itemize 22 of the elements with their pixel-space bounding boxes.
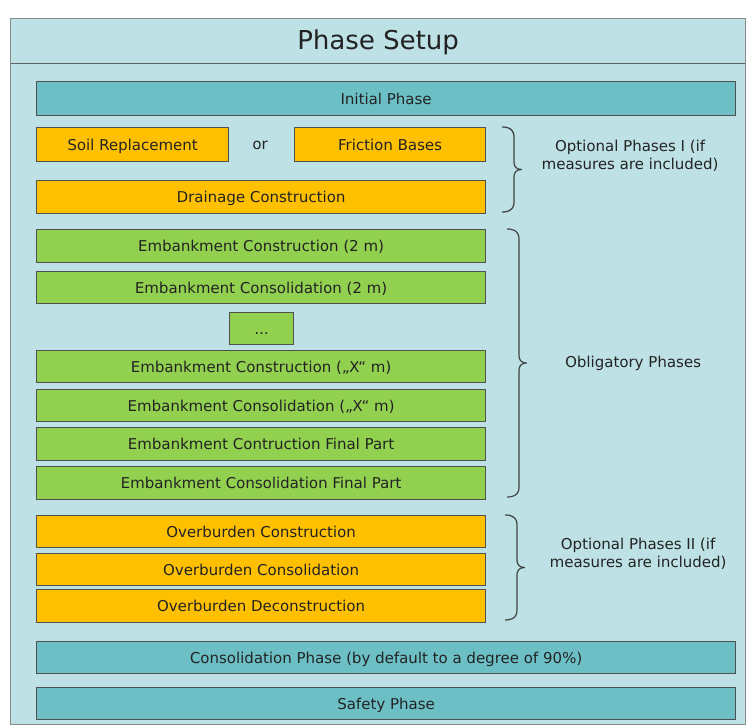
phase-box: Overburden Deconstruction bbox=[36, 589, 486, 623]
phase-box: Embankment Contruction Final Part bbox=[36, 427, 486, 461]
phase-box: Embankment Consolidation Final Part bbox=[36, 466, 486, 500]
phase-box: Drainage Construction bbox=[36, 180, 486, 214]
bracket-label: Optional Phases II (if measures are included) bbox=[548, 535, 728, 571]
panel-title: Phase Setup bbox=[297, 26, 459, 56]
phase-box: Embankment Construction (2 m) bbox=[36, 229, 486, 263]
phase-box: Friction Bases bbox=[294, 127, 486, 162]
phase-box: Embankment Construction („X“ m) bbox=[36, 350, 486, 383]
phase-box: Consolidation Phase (by default to a degree of 90%) bbox=[36, 641, 736, 674]
phase-box: ... bbox=[229, 312, 294, 345]
bracket-label: Obligatory Phases bbox=[564, 353, 702, 371]
phase-box: Soil Replacement bbox=[36, 127, 229, 162]
phase-box: Embankment Consolidation (2 m) bbox=[36, 271, 486, 304]
phase-box: Overburden Construction bbox=[36, 515, 486, 548]
bracket-label: Optional Phases I (if measures are included) bbox=[540, 137, 720, 173]
conjunction-text: or bbox=[251, 135, 269, 153]
phase-box: Embankment Consolidation („X“ m) bbox=[36, 389, 486, 422]
phase-box: Initial Phase bbox=[36, 81, 736, 116]
phase-box: Overburden Consolidation bbox=[36, 553, 486, 586]
panel-background bbox=[10, 18, 746, 725]
phase-box: Safety Phase bbox=[36, 687, 736, 720]
